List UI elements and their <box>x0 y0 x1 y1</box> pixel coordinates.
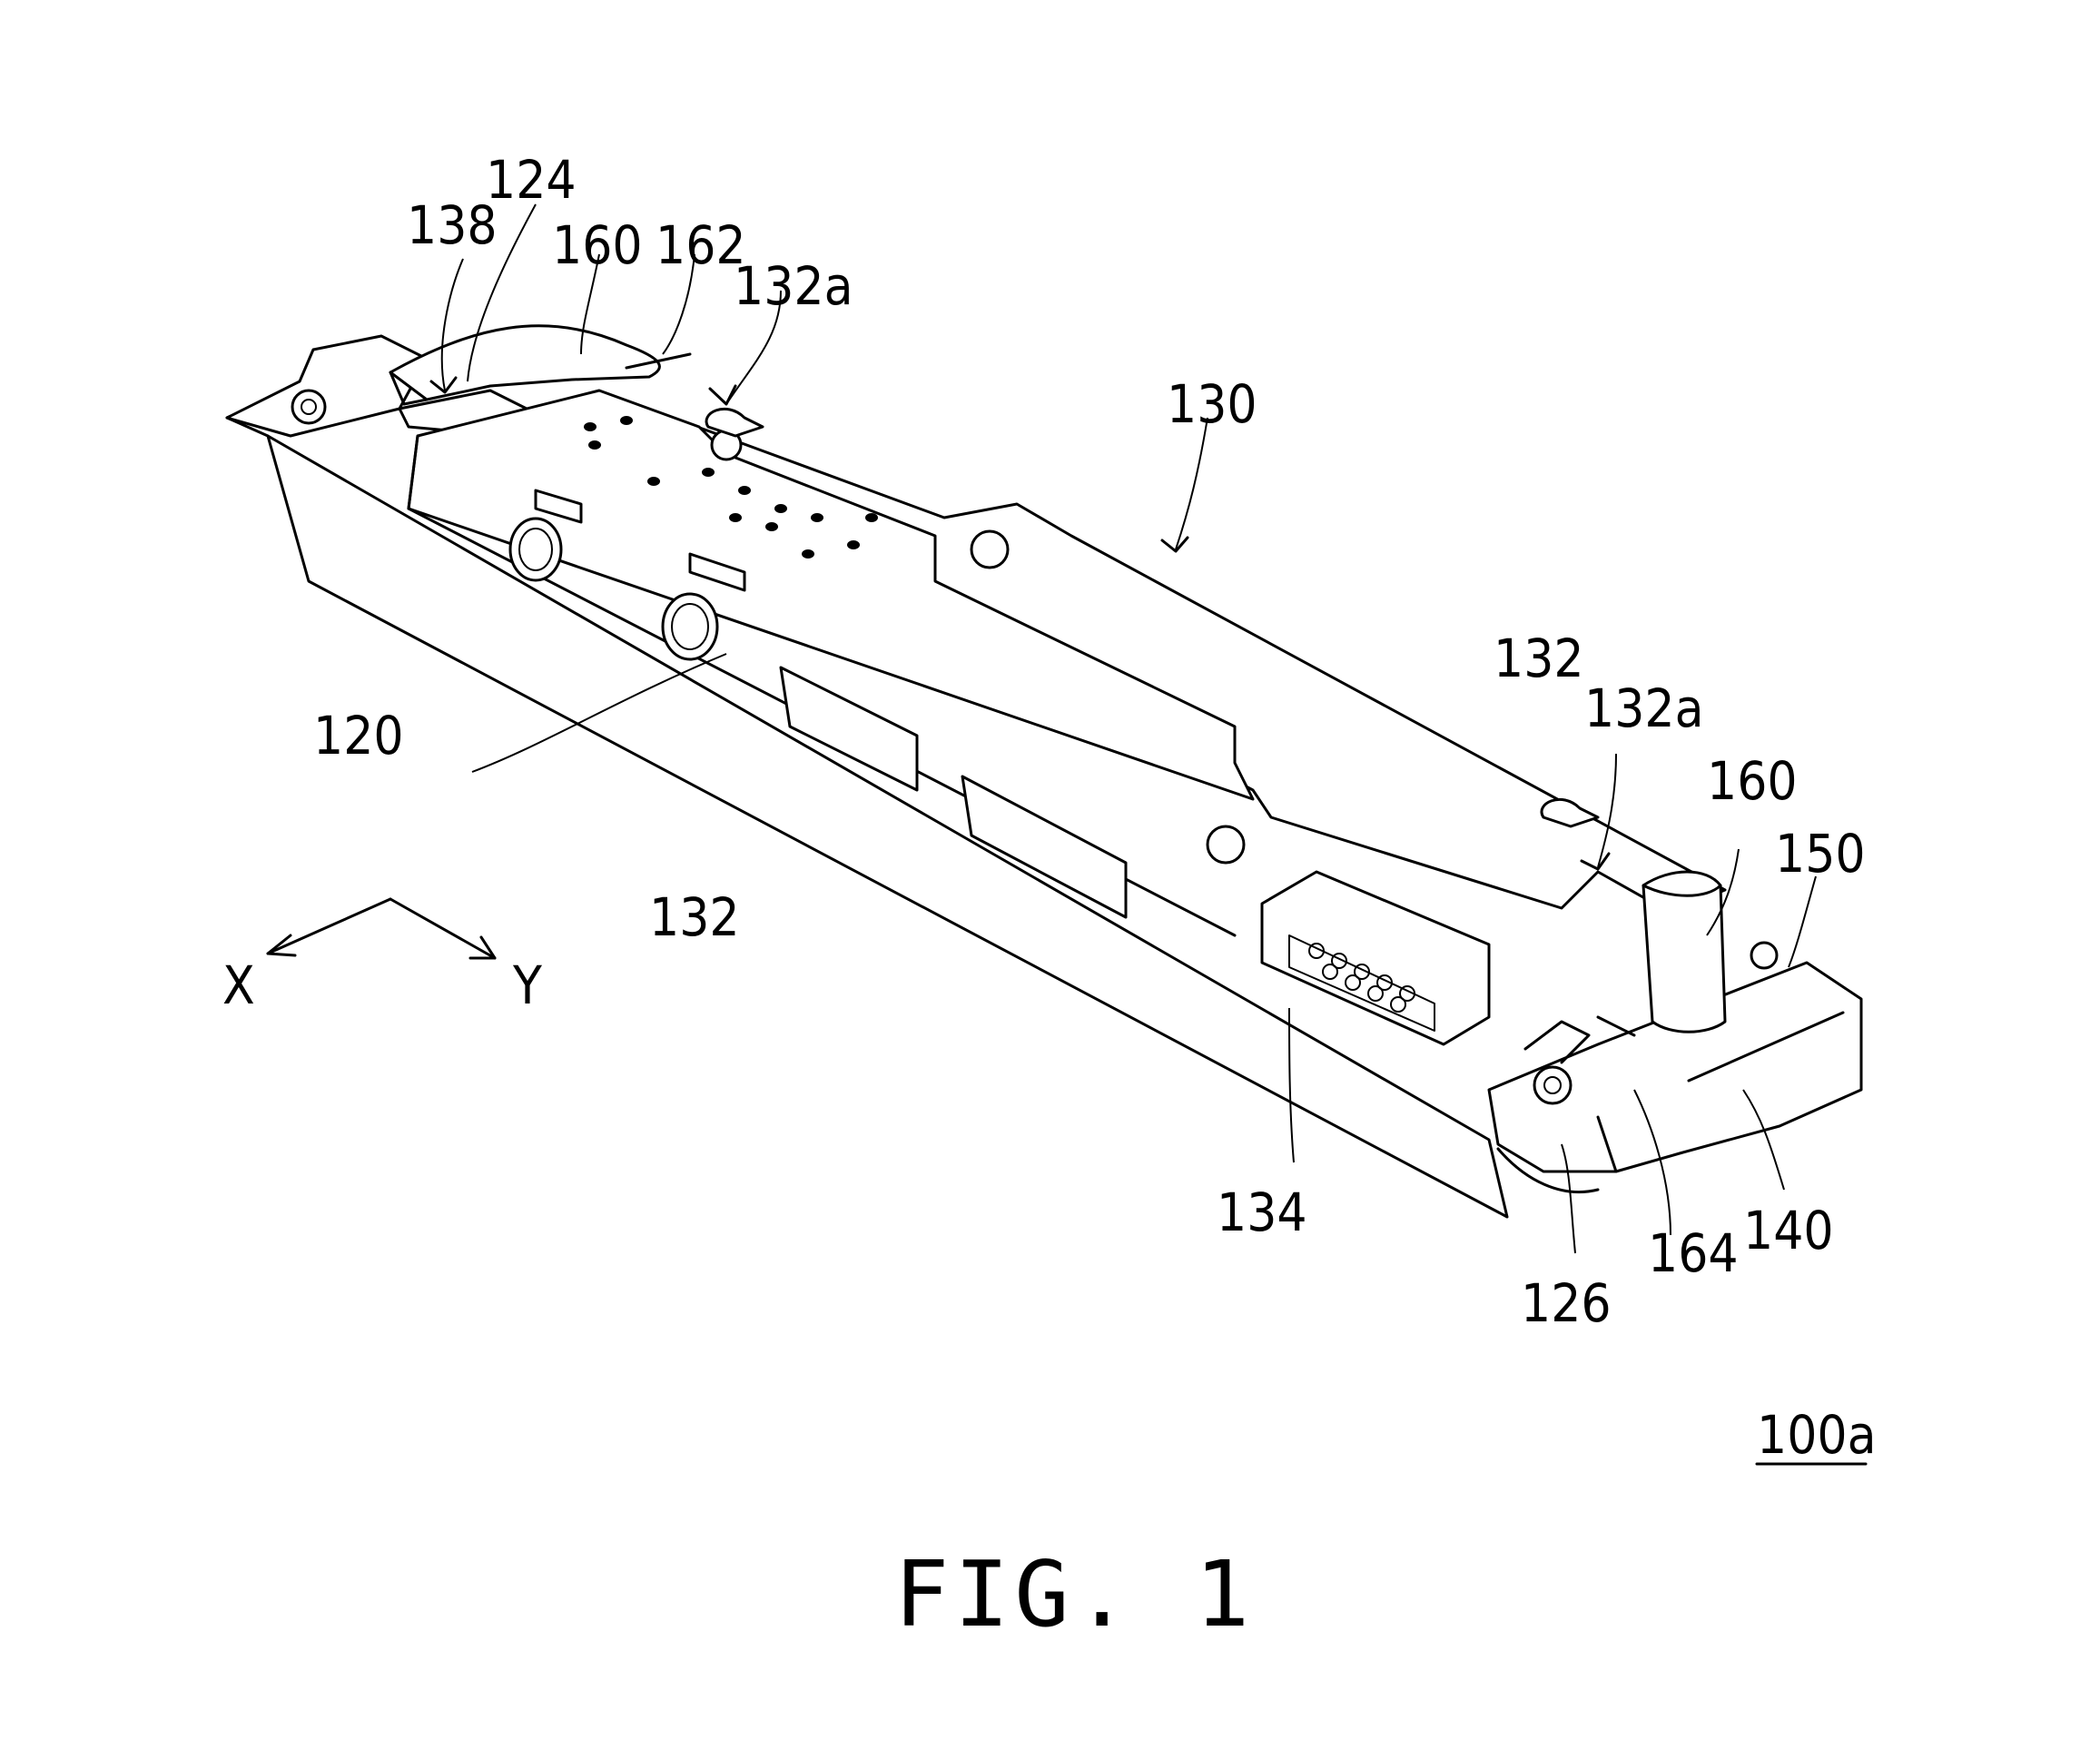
label-140: 140 <box>1743 1200 1834 1261</box>
figure-caption: FIG. 1 <box>894 1541 1255 1647</box>
label-132-left: 132 <box>649 886 740 948</box>
label-160-right: 160 <box>1707 750 1798 812</box>
label-164: 164 <box>1648 1222 1739 1284</box>
label-130: 130 <box>1167 373 1257 435</box>
assembly-reference: 100a <box>1757 1404 1877 1466</box>
label-132a-right: 132a <box>1584 677 1704 739</box>
axis-y-label: Y <box>512 954 543 1016</box>
label-120: 120 <box>313 705 404 766</box>
label-150: 150 <box>1775 823 1866 885</box>
label-100a: 100a <box>1757 1404 1877 1466</box>
axis-indicator: X Y <box>222 899 543 1016</box>
label-132a-top: 132a <box>734 255 853 317</box>
latch-arm-top <box>390 326 659 400</box>
label-126: 126 <box>1521 1272 1612 1334</box>
label-160-top: 160 <box>552 214 643 276</box>
label-134: 134 <box>1217 1181 1307 1243</box>
connector-block <box>1262 872 1489 1044</box>
axis-x-label: X <box>222 954 255 1016</box>
label-162: 162 <box>656 214 746 276</box>
label-138: 138 <box>407 194 498 256</box>
label-132-right: 132 <box>1494 628 1584 689</box>
label-124: 124 <box>486 149 577 211</box>
